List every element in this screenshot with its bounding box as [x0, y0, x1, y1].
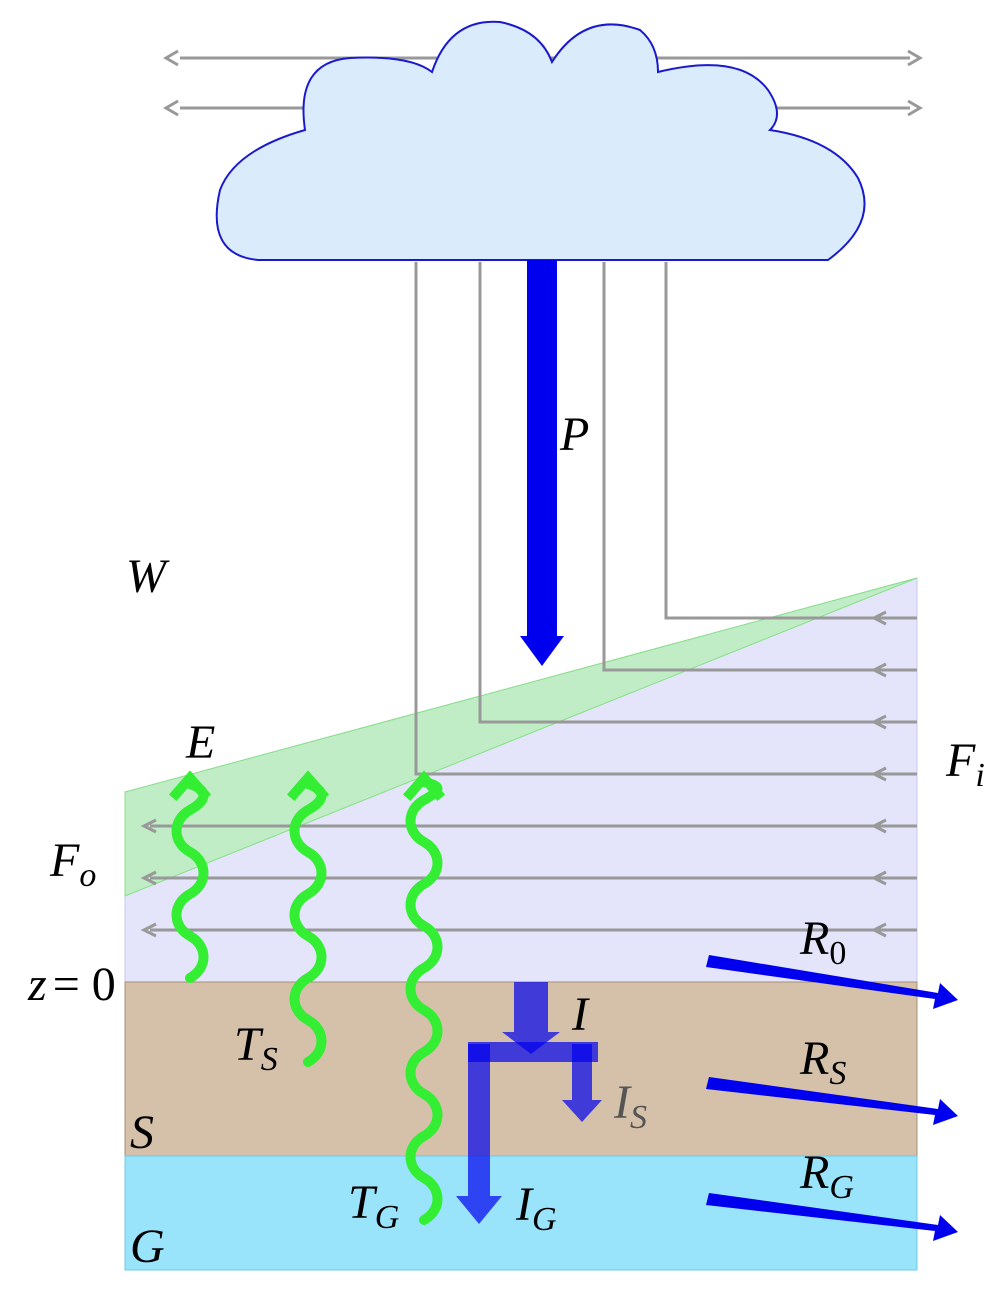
groundwater-transpiration-wave	[405, 777, 443, 1225]
label-IS: IS	[613, 1076, 647, 1136]
label-S: S	[130, 1106, 154, 1159]
inflow-lines	[150, 262, 917, 932]
infiltration-arrows	[456, 982, 602, 1224]
label-IG: IG	[515, 1178, 557, 1238]
inflow-arrowheads	[140, 610, 887, 938]
infiltration-arrow	[502, 982, 560, 1054]
soil-infiltration-arrow	[562, 1044, 602, 1122]
label-P: P	[559, 408, 589, 461]
runoff-arrows	[706, 955, 958, 1241]
label-W: W	[126, 550, 170, 603]
vegetation-wedge	[124, 577, 918, 897]
groundwater-runoff-arrow	[706, 1193, 958, 1241]
label-E: E	[185, 716, 215, 769]
infiltration-split-bar	[468, 1042, 598, 1062]
evapotranspiration-waves	[171, 777, 443, 1225]
label-G: G	[130, 1220, 165, 1273]
label-Fo: Fo	[49, 834, 96, 894]
wave-arrowheads	[168, 770, 446, 802]
label-Fi: Fi	[945, 734, 985, 794]
soil-runoff-arrow	[706, 1077, 958, 1125]
surface-runoff-arrow	[706, 955, 958, 1009]
label-RG: RG	[799, 1146, 854, 1206]
label-R0: R0	[799, 912, 846, 972]
precipitation-arrow	[520, 260, 564, 666]
soil-transpiration-wave	[289, 779, 327, 1067]
evaporation-wave	[171, 779, 209, 983]
cloud	[215, 20, 866, 261]
label-I: I	[571, 988, 590, 1041]
label-RS: RS	[799, 1032, 846, 1092]
label-TS: TS	[234, 1018, 278, 1078]
groundwater-infiltration-arrow	[456, 1044, 502, 1224]
label-z0: z= 0	[27, 958, 116, 1011]
label-TG: TG	[348, 1176, 399, 1236]
